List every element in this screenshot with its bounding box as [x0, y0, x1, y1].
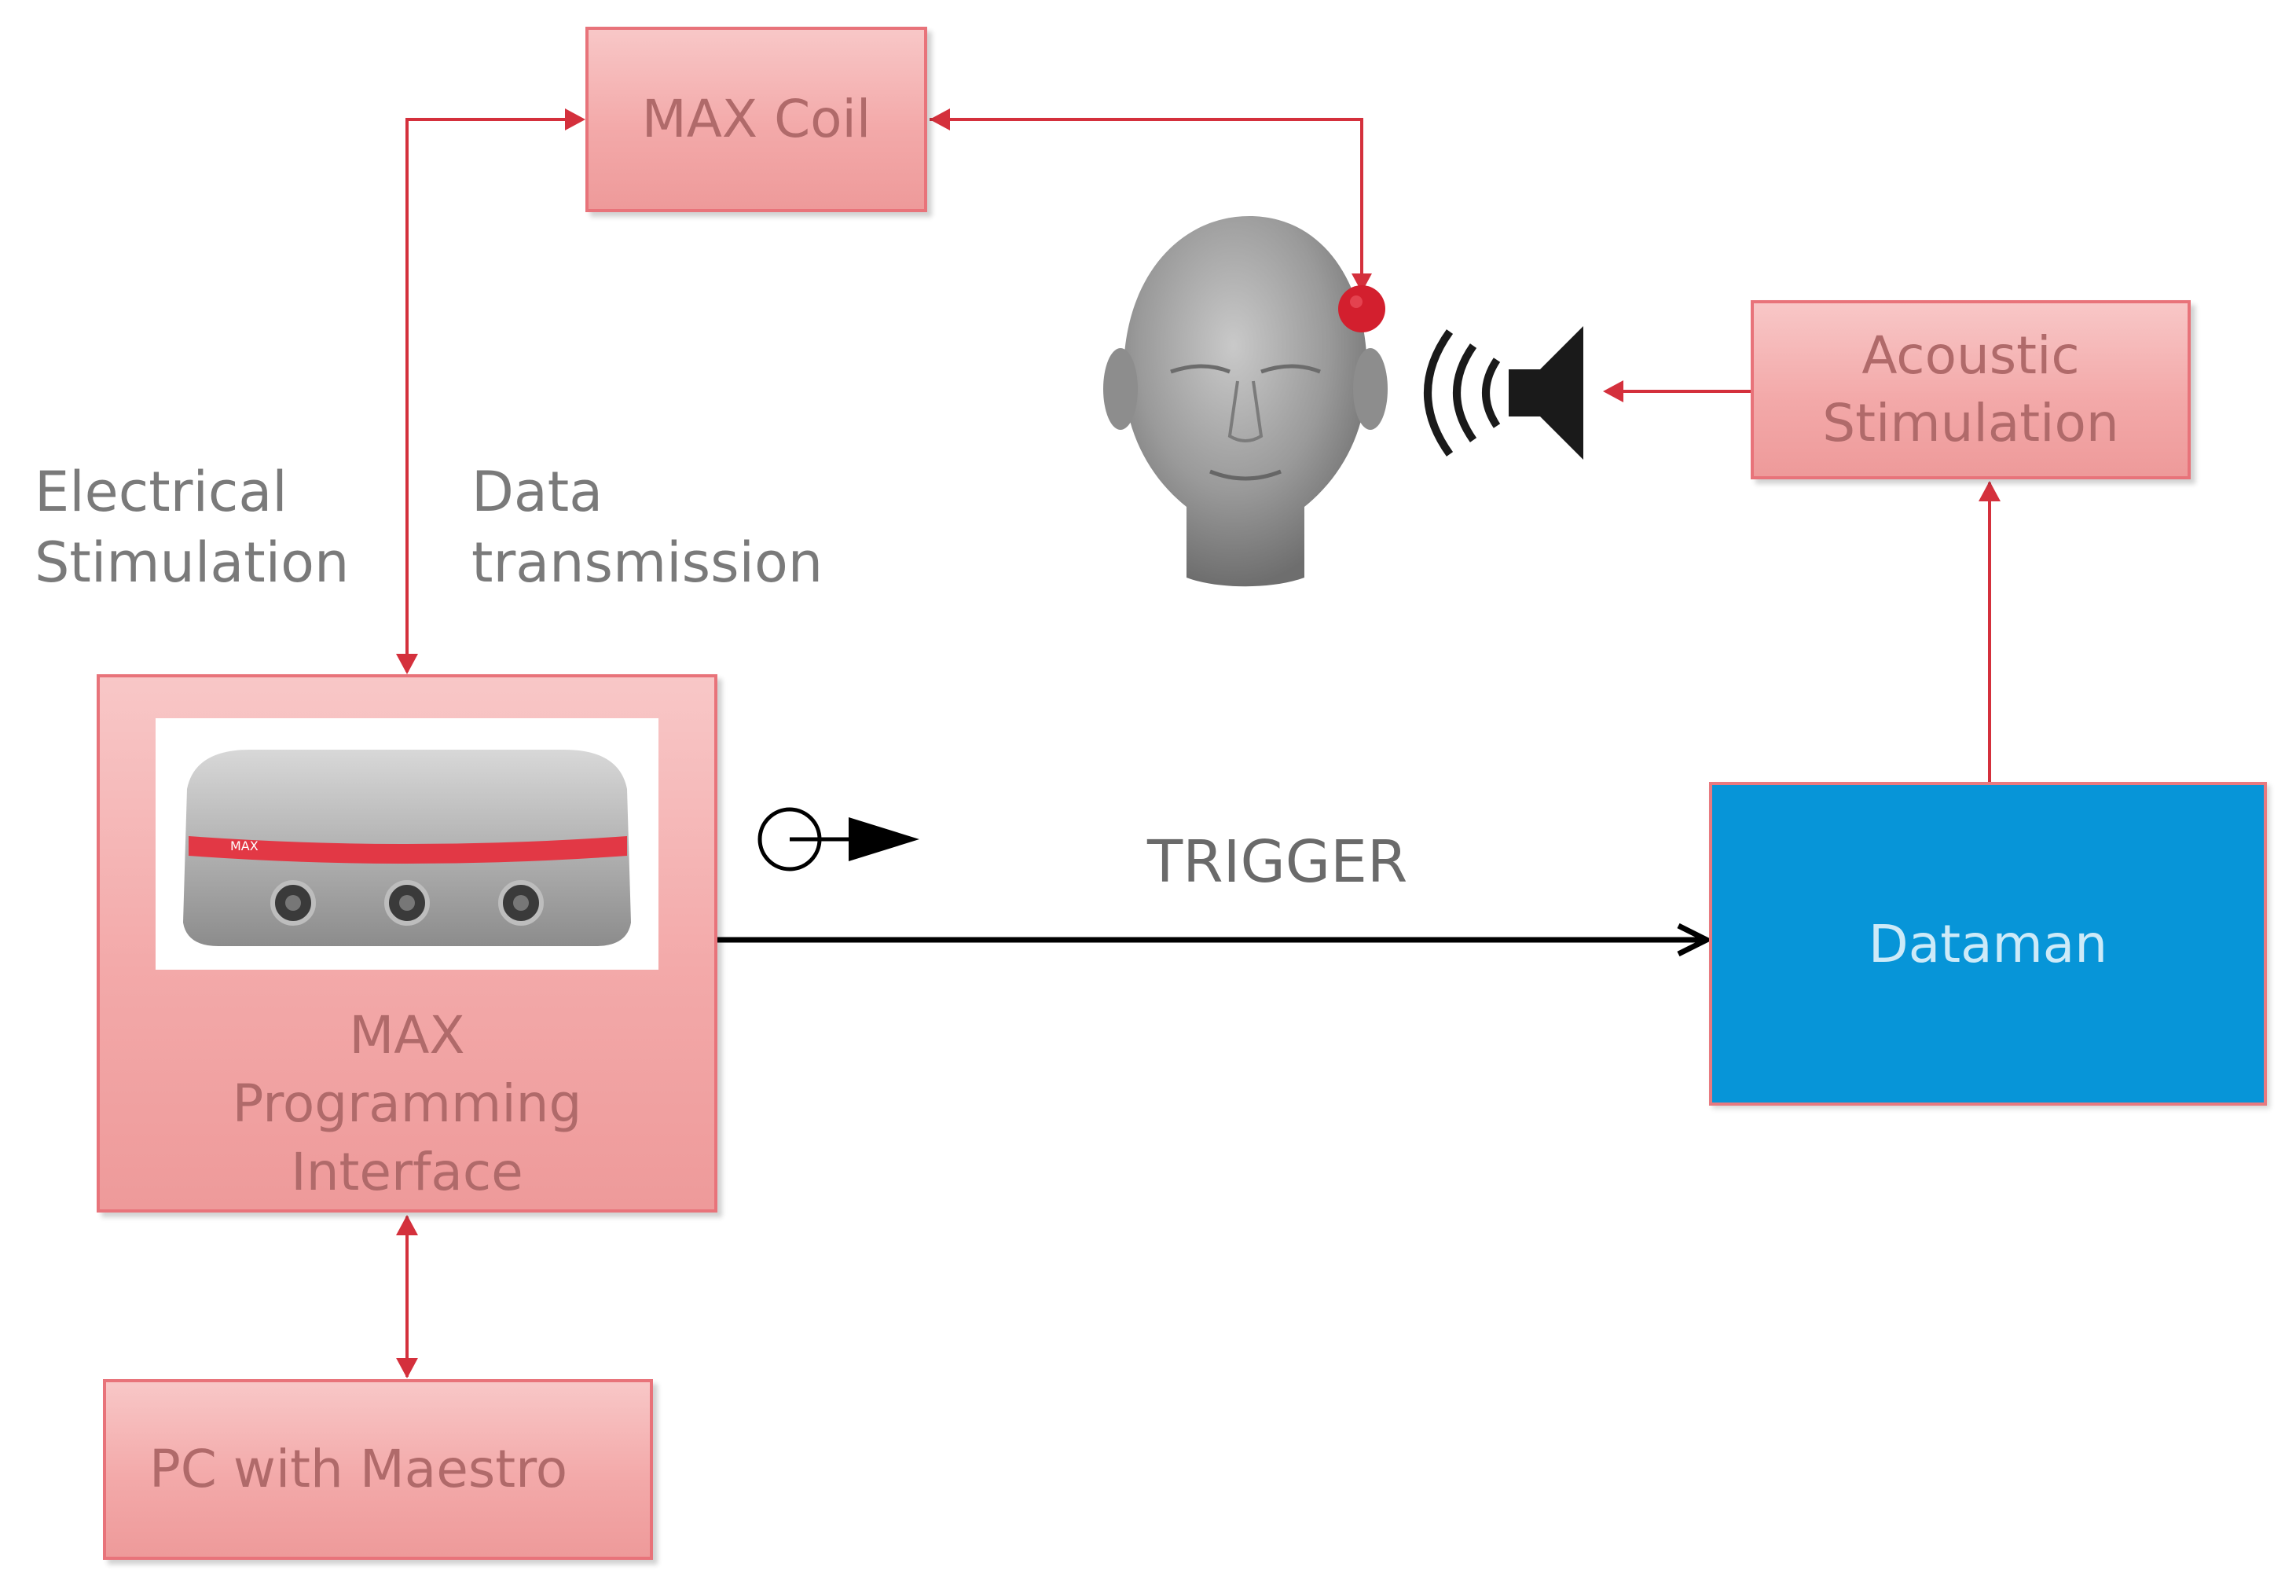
trigger-icon	[757, 807, 919, 871]
mpi-label-line1: MAX	[349, 1005, 465, 1066]
data-label-line2: transmission	[471, 530, 823, 595]
dataman-box: Dataman	[1709, 782, 2267, 1106]
speaker-icon	[1424, 326, 1583, 460]
programming-interface-box: MAX MAX Programming Interface	[97, 674, 717, 1213]
data-label-line1: Data	[471, 460, 603, 524]
max-coil-box: MAX Coil	[585, 27, 927, 212]
pc-label: PC with Maestro	[149, 1439, 568, 1500]
data-transmission-label: Data transmission	[471, 457, 823, 598]
mpi-label-line3: Interface	[291, 1142, 523, 1203]
mpi-label-line2: Programming	[232, 1073, 582, 1135]
dataman-label: Dataman	[1868, 913, 2108, 974]
acoustic-stimulation-box: Acoustic Stimulation	[1751, 300, 2191, 479]
electrode-icon	[1338, 285, 1385, 332]
programming-interface-label: MAX Programming Interface	[233, 1001, 582, 1206]
coil-electrode-line	[930, 118, 1363, 292]
device-photo: MAX	[156, 718, 658, 970]
device-brand: MAX	[230, 838, 259, 853]
head-icon	[1103, 216, 1388, 587]
electrical-label-line2: Stimulation	[35, 530, 350, 595]
electrical-line	[405, 118, 581, 672]
acoustic-label-line1: Acoustic	[1861, 325, 2080, 387]
max-coil-label: MAX Coil	[641, 89, 871, 150]
trigger-label: TRIGGER	[1147, 828, 1408, 896]
pc-box: PC with Maestro	[103, 1379, 653, 1560]
electrical-stimulation-label: Electrical Stimulation	[35, 457, 349, 598]
acoustic-label-line2: Stimulation	[1822, 393, 2119, 453]
electrical-label-line1: Electrical	[35, 460, 288, 524]
